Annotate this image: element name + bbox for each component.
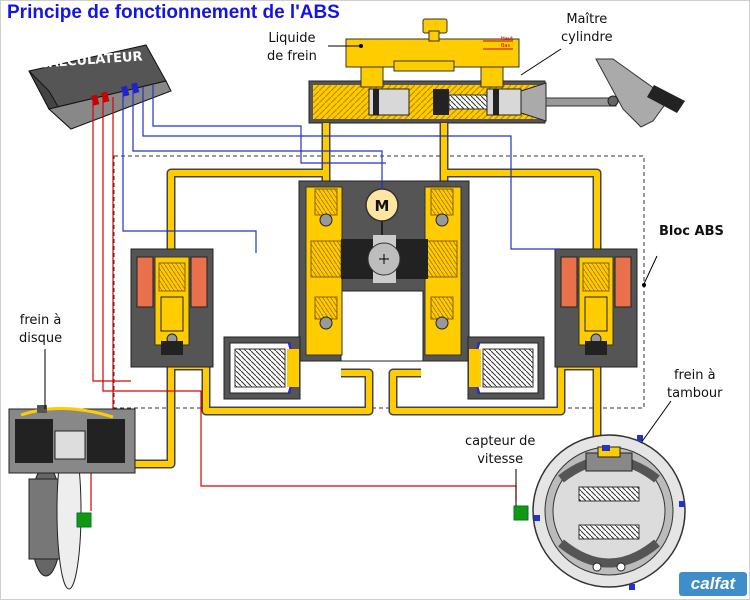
abs-block-leader	[642, 255, 658, 287]
speed-sensor-line1: capteur de	[465, 434, 536, 449]
page-title: Principe de fonctionnement de l'ABS	[7, 2, 340, 23]
disc-brake-line1: frein à	[19, 313, 62, 328]
solenoid-valve-right	[554, 248, 638, 368]
brake-fluid-label: Liquide de frein	[267, 30, 317, 65]
disc-brake-label: frein à disque	[19, 312, 62, 347]
drum-brake-label: frein à tambour	[667, 367, 723, 402]
master-cylinder-line1: Maître	[566, 12, 608, 27]
pump-unit	[298, 180, 470, 362]
master-cylinder-label: Maître cylindre	[561, 11, 613, 46]
speed-sensor-left	[76, 512, 92, 528]
disc-brake-line2: disque	[19, 330, 63, 346]
drum-brake	[532, 434, 686, 590]
drum-brake-line2: tambour	[667, 385, 723, 401]
abs-block-outline	[113, 155, 645, 409]
brake-fluid-line2: de frein	[267, 48, 317, 64]
drum-brake-leader	[640, 400, 672, 444]
speed-sensor-right	[513, 505, 529, 521]
wires-blue	[122, 85, 561, 253]
brake-pedal	[595, 58, 685, 128]
brand-logo: calfat	[679, 572, 747, 596]
abs-block-label: Bloc ABS	[659, 224, 724, 239]
disc-brake	[8, 405, 136, 590]
reservoir-high-text: Haut	[501, 36, 513, 42]
speed-sensor-line2: vitesse	[477, 451, 524, 467]
reservoir-low-text: Bas	[501, 43, 510, 49]
accumulator-left	[223, 336, 301, 400]
master-cyl-leader	[520, 48, 562, 76]
brake-fluid-line1: Liquide	[268, 31, 316, 46]
speed-sensor-label: capteur de vitesse	[465, 433, 535, 468]
drum-brake-line1: frein à	[673, 368, 716, 383]
motor-label: M	[375, 197, 390, 215]
ecu-box	[28, 44, 172, 130]
solenoid-valve-left	[130, 248, 214, 368]
accumulator-right	[467, 336, 545, 400]
master-cylinder: Haut Bas	[308, 18, 617, 124]
master-cylinder-line2: cylindre	[561, 29, 613, 45]
